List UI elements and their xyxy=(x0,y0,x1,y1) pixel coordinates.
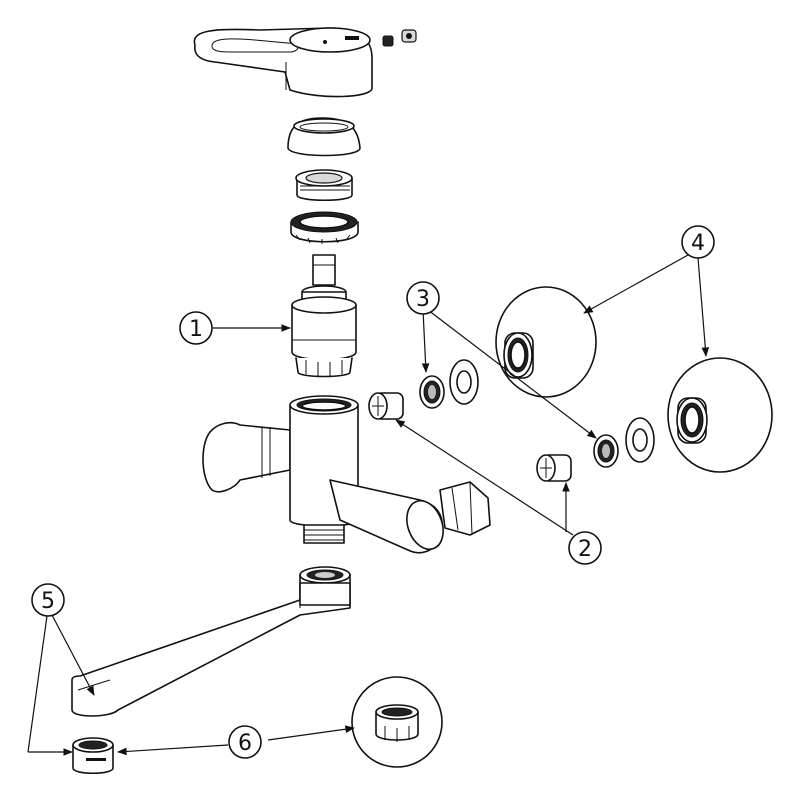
dome-cover xyxy=(287,117,361,157)
check-valve-lower xyxy=(536,454,572,482)
callout-4: 4 xyxy=(681,225,715,259)
callout-5: 5 xyxy=(31,583,65,617)
washer-upper xyxy=(449,359,479,405)
wall-flange-lower xyxy=(667,357,773,473)
lever-handle xyxy=(193,27,373,98)
callout-3: 3 xyxy=(406,281,440,315)
adapter-nut xyxy=(295,169,353,201)
svg-text:4: 4 xyxy=(691,231,705,256)
aerator xyxy=(72,737,114,775)
set-screw xyxy=(382,29,417,47)
svg-text:2: 2 xyxy=(578,537,592,562)
filter-screen-upper xyxy=(419,375,445,409)
wall-flange-upper xyxy=(495,286,597,398)
svg-text:6: 6 xyxy=(238,731,252,756)
callout-2: 2 xyxy=(568,531,602,565)
callout-6: 6 xyxy=(228,725,262,759)
cartridge xyxy=(291,254,357,378)
washer-lower xyxy=(625,417,655,463)
aerator-detail xyxy=(351,676,443,768)
filter-screen-lower xyxy=(593,434,619,468)
svg-text:5: 5 xyxy=(41,589,55,614)
svg-text:1: 1 xyxy=(189,317,203,342)
clamp-nut xyxy=(290,211,359,244)
swivel-spout xyxy=(71,566,351,717)
callout-1: 1 xyxy=(179,311,213,345)
svg-text:3: 3 xyxy=(416,287,430,312)
check-valve-upper xyxy=(368,392,404,420)
leader-lines xyxy=(27,254,710,756)
valve-body xyxy=(202,395,491,554)
